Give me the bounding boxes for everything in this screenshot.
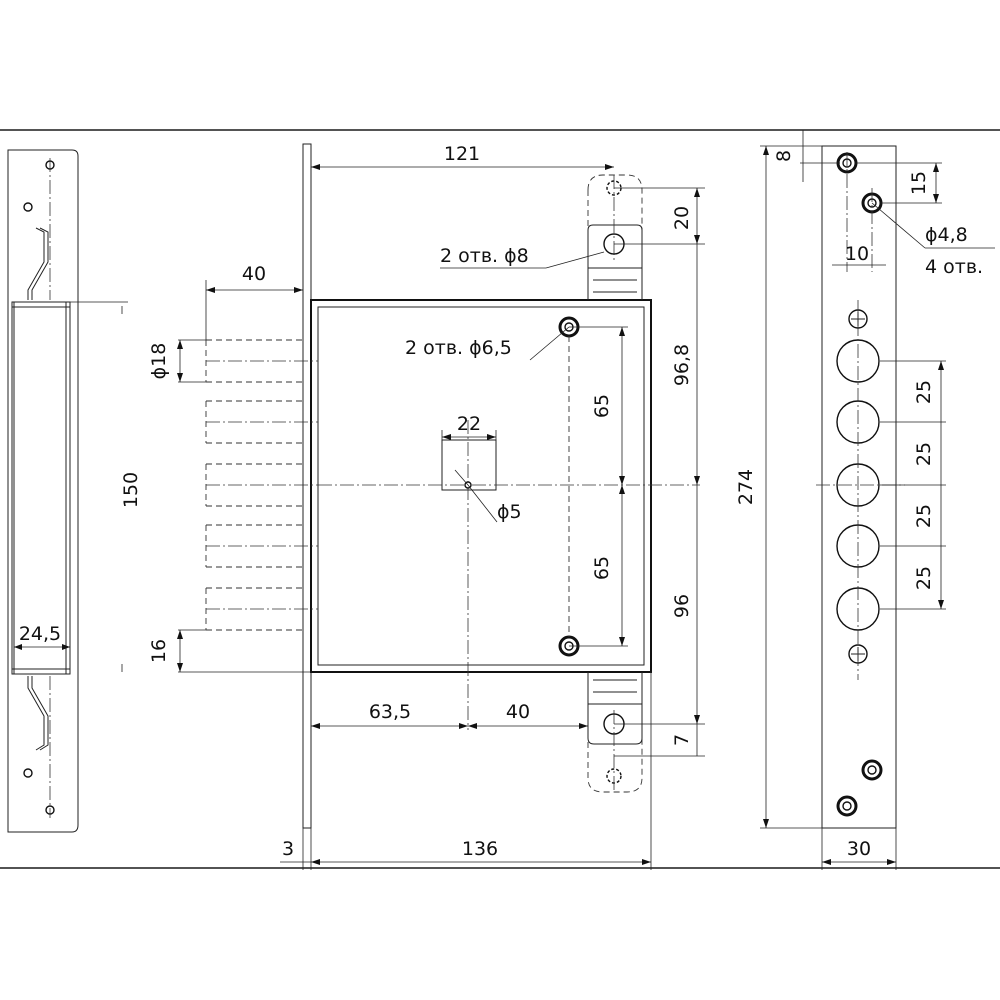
dim-diam-4-8: ϕ4,8 bbox=[925, 224, 968, 246]
dim-40-top: 40 bbox=[242, 263, 266, 285]
bolts-dashed bbox=[205, 339, 318, 631]
dim-274: 274 bbox=[735, 469, 757, 505]
dim-96-8: 96,8 bbox=[671, 344, 693, 386]
dim-8: 8 bbox=[773, 150, 795, 162]
left-view-hole-lower bbox=[23, 768, 33, 778]
dim-25-a: 25 bbox=[913, 380, 935, 404]
dim-136: 136 bbox=[462, 838, 498, 860]
dim-16: 16 bbox=[148, 639, 170, 663]
dim-30: 30 bbox=[847, 838, 871, 860]
dim-65-upper: 65 bbox=[591, 394, 613, 418]
dim-25-c: 25 bbox=[913, 504, 935, 528]
dim-63-5: 63,5 bbox=[369, 701, 411, 723]
left-side-view bbox=[7, 149, 128, 833]
dim-4-holes: 4 отв. bbox=[925, 256, 983, 278]
dim-25-d: 25 bbox=[913, 566, 935, 590]
front-view-dimensions bbox=[177, 164, 705, 870]
dim-40-bottom: 40 bbox=[506, 701, 530, 723]
dim-20: 20 bbox=[671, 206, 693, 230]
dim-2-holes-6-5: 2 отв. ϕ6,5 bbox=[405, 337, 512, 359]
dim-3: 3 bbox=[282, 838, 294, 860]
dim-24-5: 24,5 bbox=[19, 623, 61, 645]
dim-15: 15 bbox=[908, 171, 930, 195]
right-faceplate-view bbox=[816, 145, 905, 829]
left-view-hole-upper bbox=[23, 202, 33, 212]
dim-2-holes-8: 2 отв. ϕ8 bbox=[440, 245, 529, 267]
dim-22: 22 bbox=[457, 413, 481, 435]
dim-121: 121 bbox=[444, 143, 480, 165]
dim-150: 150 bbox=[120, 472, 142, 508]
front-view bbox=[205, 143, 700, 829]
dim-diam-18: ϕ18 bbox=[148, 343, 170, 380]
dim-25-b: 25 bbox=[913, 442, 935, 466]
dim-10: 10 bbox=[845, 243, 869, 265]
dim-diam-5: ϕ5 bbox=[497, 501, 522, 523]
dim-7: 7 bbox=[671, 734, 693, 746]
right-view-dimensions bbox=[760, 130, 995, 870]
dim-65-lower: 65 bbox=[591, 556, 613, 580]
dim-96: 96 bbox=[671, 594, 693, 618]
